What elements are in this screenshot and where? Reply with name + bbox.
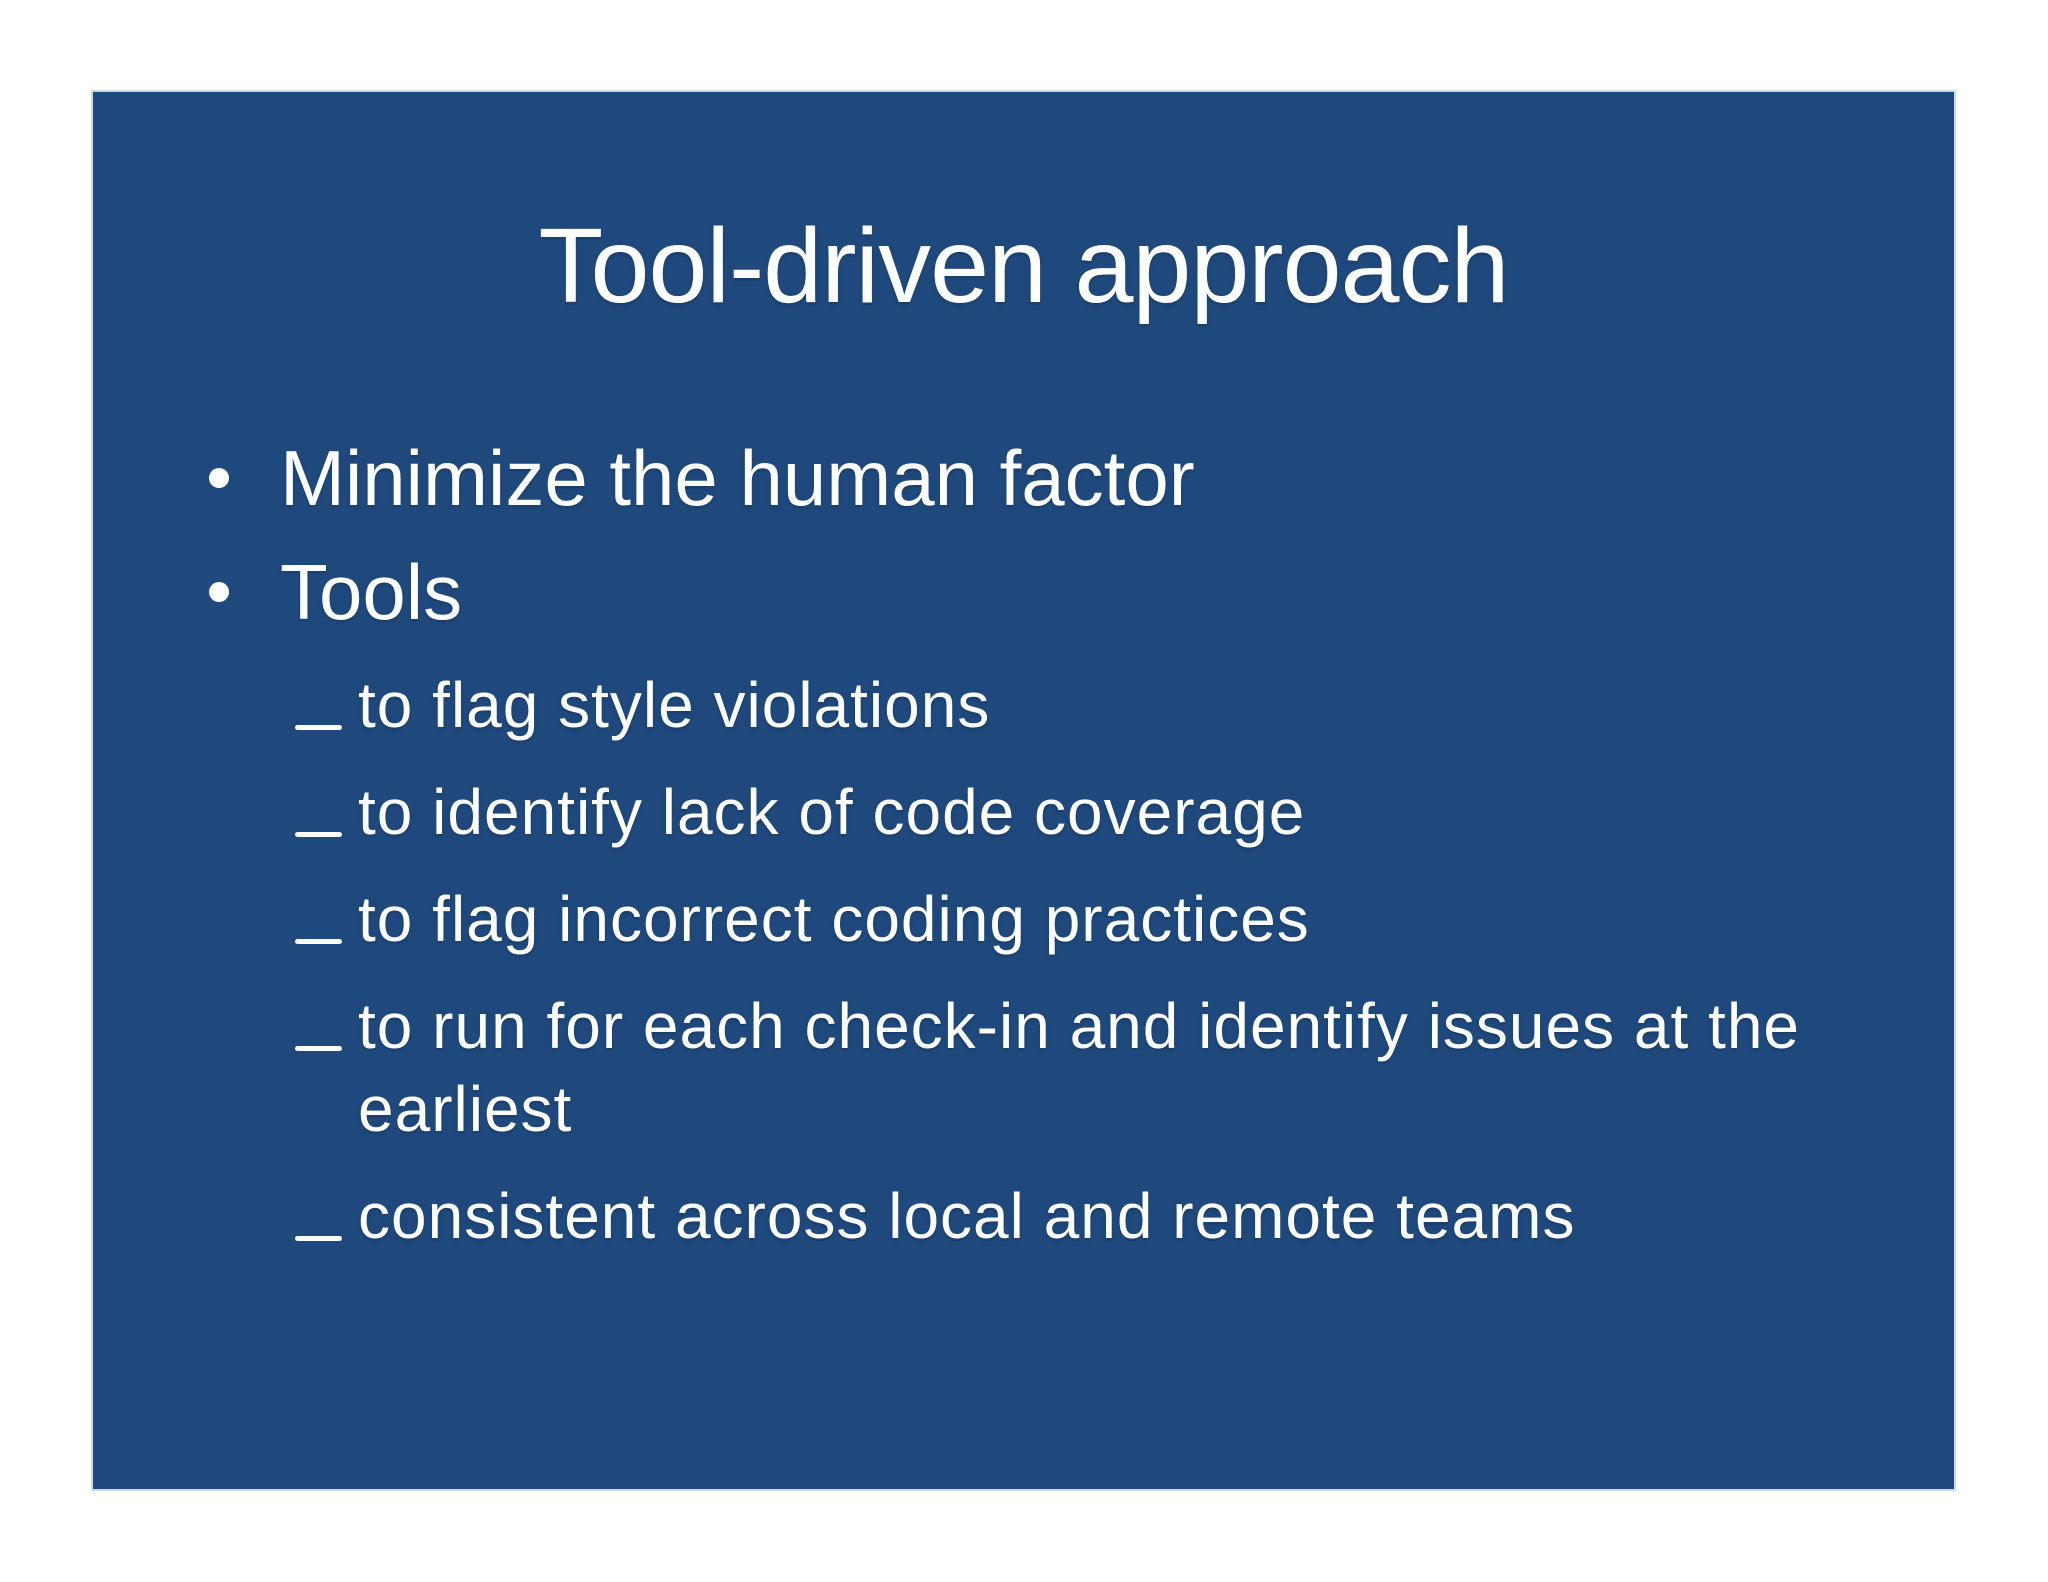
sub-bullet-text: consistent across local and remote teams: [358, 1180, 1576, 1252]
sub-bullet-item: to run for each check-in and identify is…: [93, 985, 1954, 1151]
sub-bullet-item: to flag style violations: [93, 664, 1954, 747]
bullet-item: Minimize the human factor: [93, 429, 1954, 527]
sub-bullet-text: to identify lack of code coverage: [358, 776, 1306, 848]
slide-title: Tool-driven approach: [538, 207, 1510, 325]
sub-bullet-text: to flag style violations: [358, 669, 991, 741]
bullet-item: Tools: [93, 543, 1954, 641]
dash-marker: [295, 771, 358, 854]
dash-marker: [295, 1175, 358, 1258]
dash-marker: [295, 985, 358, 1068]
sub-bullet-item: to identify lack of code coverage: [93, 771, 1954, 854]
dash-marker: [295, 878, 358, 961]
slide: Tool-driven approach Minimize the human …: [91, 90, 1956, 1491]
sub-bullet-text: to run for each check-in and identify is…: [358, 990, 1800, 1145]
sub-bullet-item: to flag incorrect coding practices: [93, 878, 1954, 961]
bullet-text: Tools: [280, 548, 463, 636]
bullet-dot-marker: [209, 429, 280, 527]
sub-bullet-text: to flag incorrect coding practices: [358, 883, 1310, 955]
bullet-text: Minimize the human factor: [280, 434, 1195, 522]
bullet-dot-marker: [209, 543, 280, 641]
slide-body: Minimize the human factor Tools to flag …: [93, 429, 1954, 1258]
dash-marker: [295, 664, 358, 747]
sub-bullet-item: consistent across local and remote teams: [93, 1175, 1954, 1258]
